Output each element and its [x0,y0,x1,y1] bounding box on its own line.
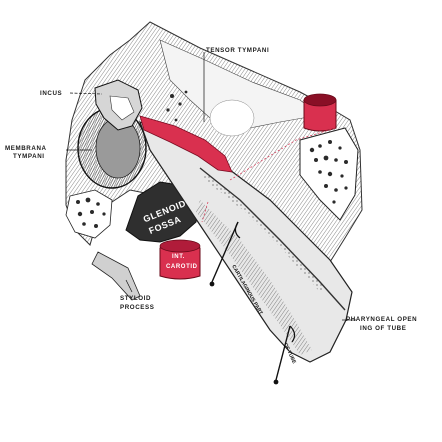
tube-hatching [196,200,312,355]
carotid-top [159,239,201,253]
cancellous-cells-left [76,197,106,228]
label-membrana-2: TYMPANI [13,153,45,160]
label-tensor-tympani: TENSOR TYMPANI [206,47,269,54]
label-styloid-2: PROCESS [120,304,154,311]
leader-styloid [125,279,133,293]
pin-left [209,221,241,287]
label-int-carotid-2: CAROTID [166,264,198,270]
incus-process [109,95,135,121]
dashed-guide-2 [201,201,209,223]
label-styloid-1: STYLOID [120,295,151,302]
styloid-process-shape [91,251,141,301]
tube-lumen [203,173,325,292]
dashed-guide [229,127,337,181]
label-membrana-1: MEMBRANA [5,145,47,152]
petrous-surface [159,39,321,131]
label-pharyngeal-1: PHARYNGEAL OPEN [346,316,417,323]
cancellous-cells-right [309,140,348,204]
carotid-upper-opening [303,93,337,107]
label-int-carotid-1: INT. [172,254,185,260]
label-pharyngeal-2: ING OF TUBE [360,325,406,332]
leader-incus [69,92,103,95]
tensor-tympani-muscle [139,115,233,173]
pin-bottom [273,325,296,385]
auditory-tube [138,120,353,363]
bone-highlight [209,99,255,137]
label-incus: INCUS [40,90,62,97]
cancellous-cells-upper [166,90,188,122]
carotid-vessel-upper [303,99,337,132]
